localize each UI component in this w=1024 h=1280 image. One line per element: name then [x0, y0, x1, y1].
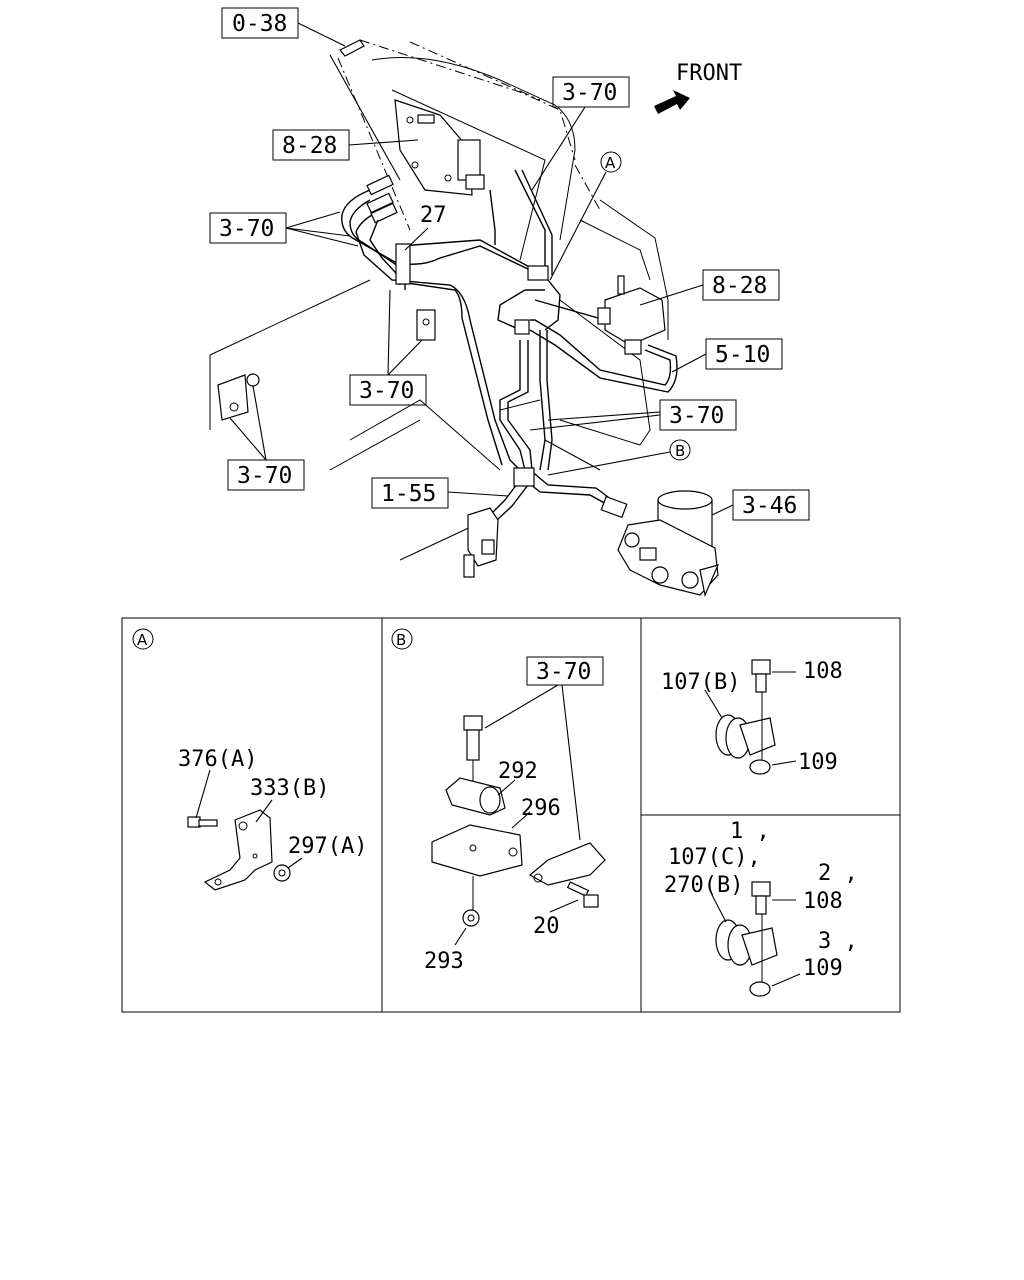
label-107c: 107(C),: [668, 845, 761, 870]
ref-label: 3-70: [219, 216, 274, 242]
bolt-icon: [566, 881, 599, 908]
nut-icon: [462, 909, 480, 927]
front-arrow-icon: [654, 90, 690, 114]
label-293: 293: [424, 949, 464, 974]
clamp-icon: [445, 777, 506, 816]
bracket-icon: [431, 824, 523, 877]
ref-label: 3-70: [562, 80, 617, 106]
detail-c-panel: 107(B) 108 109: [661, 659, 843, 775]
valve-plate: [394, 99, 485, 196]
label-109: 109: [803, 956, 843, 981]
ref-label: 3-70: [237, 463, 292, 489]
callout-b-letter: B: [675, 442, 685, 460]
detail-b-marker: B: [396, 631, 406, 649]
front-label: FRONT: [676, 61, 742, 86]
relay-valve: [597, 275, 666, 355]
ref-box-8-28-left[interactable]: 8-28: [272, 129, 350, 161]
callout-a[interactable]: A: [600, 151, 622, 173]
nut-icon: [749, 981, 771, 997]
bolt-icon: [751, 881, 771, 915]
ref-box-0-38[interactable]: 0-38: [221, 7, 299, 39]
ref-label: 0-38: [232, 11, 287, 37]
ref-box-3-70-left[interactable]: 3-70: [209, 212, 287, 244]
part-label-27: 27: [420, 203, 447, 228]
ref-box-3-70-right[interactable]: 3-70: [659, 399, 737, 431]
ref-label: 3-70: [669, 403, 724, 429]
bracket-icon: [203, 809, 273, 891]
bolt-icon: [463, 715, 483, 761]
chassis-outline: [209, 39, 669, 561]
detail-a-marker: A: [137, 631, 148, 649]
fitting-0-38: [339, 39, 365, 57]
label-270b: 270(B): [664, 873, 743, 898]
label-107b: 107(B): [661, 670, 740, 695]
ref-label: 3-46: [742, 493, 797, 519]
clamp-icon: [715, 714, 776, 759]
ref-label: 1-55: [381, 481, 436, 507]
detail-grid: [121, 617, 901, 1013]
detail-a-panel: A 376(A) 333(B) 297(A): [132, 628, 367, 891]
label-376a: 376(A): [178, 747, 257, 772]
callout-b[interactable]: B: [669, 439, 691, 461]
pipe-brackets: [217, 243, 549, 487]
label-109: 109: [798, 750, 838, 775]
detail-d-panel: 1 , 107(C), 270(B) 2 , 108 3 , 109: [664, 819, 858, 997]
nut-icon: [273, 864, 291, 882]
ref-box-5-10[interactable]: 5-10: [705, 338, 783, 370]
ref-box-3-70-bottom[interactable]: 3-70: [227, 459, 305, 491]
detail-b-ref: 3-70: [536, 659, 591, 685]
ref-box-3-70-top[interactable]: 3-70: [552, 76, 630, 108]
ref-label: 8-28: [712, 273, 767, 299]
ref-box-3-70-mid[interactable]: 3-70: [349, 374, 427, 406]
clamp-icon: [528, 842, 606, 886]
bolt-icon: [751, 659, 771, 693]
label-108: 108: [803, 889, 843, 914]
nut-icon: [749, 759, 771, 775]
label-296: 296: [521, 796, 561, 821]
label-292: 292: [498, 759, 538, 784]
ref-label: 3-70: [359, 378, 414, 404]
ref-label: 5-10: [715, 342, 770, 368]
detail-b-panel: B 3-70: [391, 628, 606, 974]
ref-box-3-46[interactable]: 3-46: [732, 489, 810, 521]
label-108: 108: [803, 659, 843, 684]
clamp-icon: [715, 919, 778, 966]
label-2: 2 ,: [818, 861, 858, 886]
ref-box-1-55[interactable]: 1-55: [371, 477, 449, 509]
callout-a-letter: A: [605, 154, 616, 172]
label-3: 3 ,: [818, 929, 858, 954]
label-20: 20: [533, 914, 560, 939]
label-1: 1 ,: [730, 819, 770, 844]
bolt-icon: [187, 816, 218, 828]
junction-block: [463, 507, 499, 578]
ref-box-8-28-right[interactable]: 8-28: [702, 269, 780, 301]
label-333b: 333(B): [250, 776, 329, 801]
label-297a: 297(A): [288, 834, 367, 859]
ref-label: 8-28: [282, 133, 337, 159]
air-dryer-icon: [600, 490, 720, 597]
